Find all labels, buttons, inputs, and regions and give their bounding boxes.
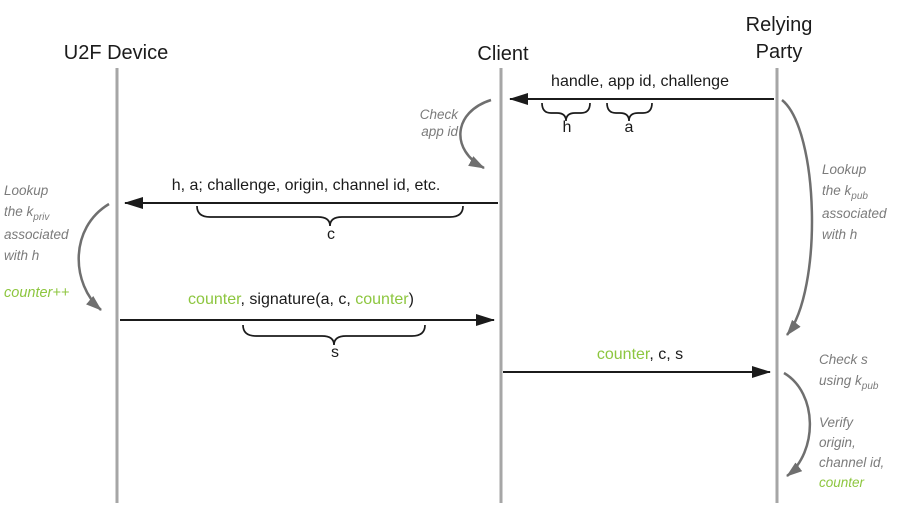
- annotation-check-s-usingk: using k: [819, 373, 862, 388]
- message-counter-c-s: counter, c, s: [597, 346, 683, 364]
- brace-label-h: h: [562, 119, 572, 136]
- brace-label-a: a: [624, 119, 634, 136]
- annotation-lookup-kpub-line2: the kpub: [822, 180, 887, 203]
- annotation-kpriv-subscript: priv: [33, 212, 50, 223]
- message-counter-signature: counter, signature(a, c, counter): [188, 291, 414, 309]
- annotation-kpub-subscript: pub: [851, 191, 868, 202]
- annotation-check-s-kpub-subscript: pub: [861, 381, 879, 392]
- brace-a-icon: [606, 102, 653, 122]
- annotation-check-s-line1: Check s: [819, 352, 868, 367]
- annotation-check-s-line2: using kpub: [819, 370, 878, 393]
- curved-arrow-lookup-kpriv-icon: [77, 202, 110, 311]
- annotation-lookup-kpriv: Lookup the kpriv associated with h: [4, 180, 69, 266]
- annotation-check-app-id-line2: app id: [421, 124, 458, 139]
- annotation-lookup-kpub-line3: associated: [822, 206, 887, 221]
- actor-client-label: Client: [477, 43, 529, 65]
- annotation-lookup-kpriv-k: the k: [4, 204, 34, 219]
- message4-rest: , c, s: [649, 346, 684, 363]
- annotation-verify-counter: counter: [819, 475, 865, 490]
- message3-counter1: counter: [188, 291, 241, 308]
- actor-relying-party: Relying Party: [746, 12, 813, 66]
- brace-label-s: s: [331, 344, 339, 361]
- curved-arrow-check-app-id-icon: [459, 98, 492, 170]
- annotation-verify-line2: origin,: [819, 435, 856, 450]
- annotation-counter-increment: counter++: [4, 285, 70, 301]
- actor-u2f-device: U2F Device: [64, 40, 168, 67]
- actor-u2f-device-label: U2F Device: [63, 42, 169, 64]
- annotation-lookup-kpub-k: the k: [822, 183, 852, 198]
- actor-client: Client: [477, 41, 528, 68]
- annotation-lookup-kpub-line1: Lookup: [822, 162, 867, 177]
- annotation-lookup-kpriv-line1: Lookup: [4, 183, 49, 198]
- annotation-verify-line3: channel id,: [819, 455, 885, 470]
- message-challenge-origin-channel: h, a; challenge, origin, channel id, etc…: [171, 177, 441, 194]
- annotation-verify: Verify origin, channel id, counter: [819, 413, 884, 493]
- message-handle-appid-challenge: handle, app id, challenge: [551, 73, 729, 90]
- annotation-check-app-id-line1: Check: [419, 107, 458, 122]
- annotation-check-s: Check s using kpub: [819, 349, 878, 393]
- brace-label-c: c: [327, 226, 335, 243]
- annotation-lookup-kpub: Lookup the kpub associated with h: [822, 159, 887, 245]
- annotation-lookup-kpriv-line2: the kpriv: [4, 201, 69, 224]
- annotation-lookup-kpriv-line4: with h: [4, 248, 40, 263]
- annotation-lookup-kpub-line4: with h: [822, 227, 858, 242]
- annotation-check-app-id: Check app id: [388, 106, 458, 140]
- message4-counter: counter: [596, 346, 650, 363]
- brace-c-icon: [196, 205, 464, 227]
- annotation-lookup-kpriv-line3: associated: [4, 227, 69, 242]
- curved-arrow-lookup-kpub-icon: [781, 99, 814, 336]
- actor-relying-party-line2: Party: [755, 41, 803, 63]
- curved-arrow-verify-icon: [783, 371, 812, 477]
- brace-h-icon: [541, 102, 591, 122]
- message3-counter2: counter: [355, 291, 409, 308]
- message3-mid: , signature(a, c,: [240, 291, 356, 308]
- actor-relying-party-line1: Relying: [745, 14, 813, 36]
- brace-s-icon: [242, 324, 426, 346]
- annotation-verify-line1: Verify: [819, 415, 854, 430]
- message3-close: ): [408, 291, 414, 308]
